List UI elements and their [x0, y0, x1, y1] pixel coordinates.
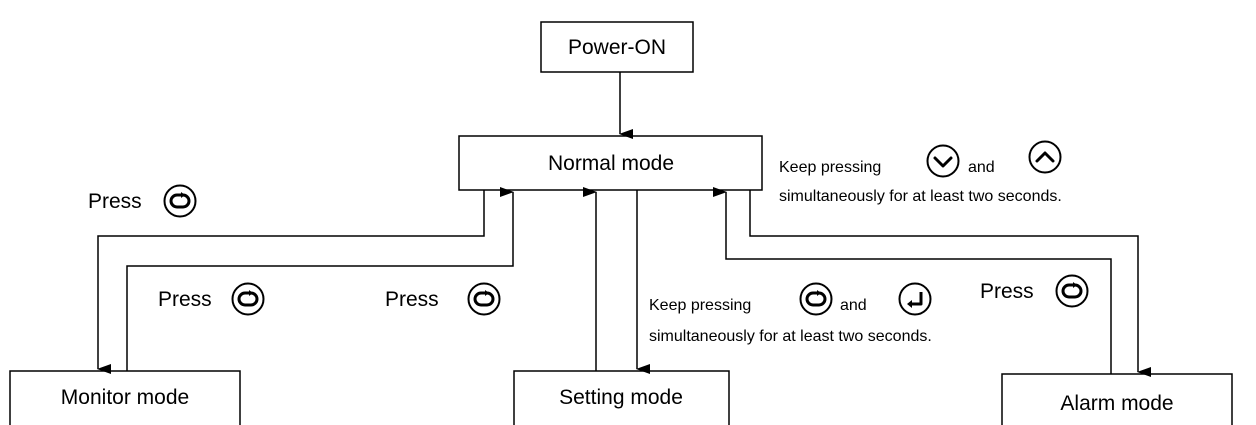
mode-cycle-icon	[163, 184, 197, 218]
arrow-monitor-to-normal	[126, 187, 514, 371]
chevron-up-icon	[1028, 140, 1062, 174]
setting-mode-label: Setting mode	[559, 386, 683, 409]
note-and: and	[840, 297, 867, 314]
press-setting-to-normal: Press	[385, 282, 501, 316]
press-label: Press	[158, 288, 212, 311]
power-on-label: Power-ON	[568, 36, 666, 59]
note-prefix: Keep pressing	[649, 297, 751, 314]
power-on-box: Power-ON	[540, 21, 694, 73]
press-label: Press	[88, 190, 142, 213]
monitor-mode-label: Monitor mode	[61, 386, 189, 409]
mode-cycle-icon	[1055, 274, 1089, 308]
note-line2: simultaneously for at least two seconds.	[649, 328, 932, 345]
note-down-up-hold: Keep pressing and simultaneously for at …	[779, 140, 1062, 205]
enter-icon	[898, 282, 932, 316]
press-monitor-to-normal: Press	[158, 282, 265, 316]
monitor-mode-box: Monitor mode	[9, 370, 241, 425]
arrow-alarm-to-normal	[713, 187, 1112, 374]
setting-mode-box: Setting mode	[513, 370, 730, 425]
press-normal-to-monitor: Press	[88, 184, 197, 218]
arrow-normal-to-alarm	[749, 190, 1151, 377]
note-and: and	[968, 159, 995, 176]
note-line2: simultaneously for at least two seconds.	[779, 188, 1062, 205]
press-label: Press	[980, 280, 1034, 303]
normal-mode-box: Normal mode	[458, 135, 763, 191]
mode-cycle-icon	[467, 282, 501, 316]
mode-cycle-icon	[231, 282, 265, 316]
alarm-mode-label: Alarm mode	[1060, 392, 1173, 415]
arrow-normal-to-monitor	[97, 190, 485, 374]
normal-mode-label: Normal mode	[548, 152, 674, 175]
chevron-down-icon	[926, 144, 960, 178]
mode-cycle-icon	[799, 282, 833, 316]
note-prefix: Keep pressing	[779, 159, 881, 176]
press-label: Press	[385, 288, 439, 311]
press-normal-to-alarm: Press	[980, 274, 1089, 308]
alarm-mode-box: Alarm mode	[1001, 373, 1233, 425]
note-mode-enter-hold: Keep pressing and simultaneously for at …	[649, 282, 932, 345]
